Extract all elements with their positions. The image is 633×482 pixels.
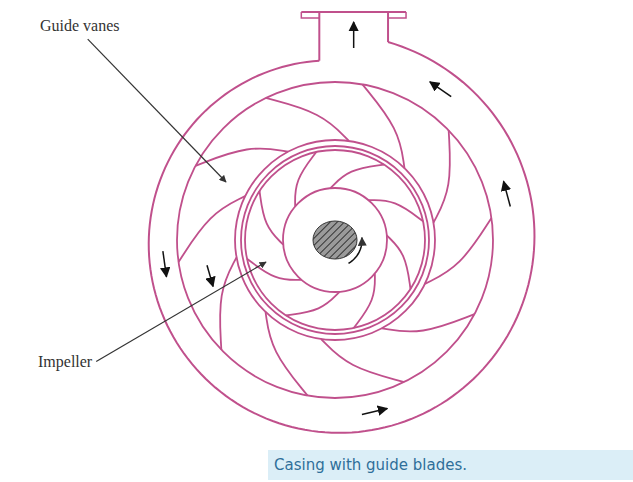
caption: Casing with guide blades. bbox=[274, 456, 633, 474]
guide-vane bbox=[220, 257, 236, 349]
guide-vane bbox=[195, 148, 288, 165]
outlet-flange bbox=[301, 12, 319, 18]
outlet-flange bbox=[301, 11, 406, 13]
outlet-wall bbox=[318, 12, 320, 61]
leader-line bbox=[96, 262, 266, 362]
guide-vane bbox=[362, 84, 404, 168]
casing-ring bbox=[177, 82, 493, 398]
guide-vane bbox=[433, 130, 449, 222]
impeller-vane bbox=[295, 152, 316, 207]
guide-vane bbox=[266, 98, 349, 141]
outlet-flange bbox=[388, 12, 406, 18]
casing-ring bbox=[283, 188, 387, 292]
flow-arrow bbox=[353, 22, 355, 48]
flow-arrow bbox=[430, 82, 451, 97]
leader-line bbox=[88, 39, 226, 182]
volute-casing bbox=[149, 42, 535, 433]
casing-ring bbox=[241, 146, 429, 334]
flow-arrow bbox=[163, 251, 167, 277]
guide-vane bbox=[425, 218, 492, 284]
callout-label: Guide vanes bbox=[40, 16, 120, 35]
casing-ring bbox=[235, 140, 435, 340]
flow-arrow bbox=[362, 409, 387, 415]
flow-arrow bbox=[207, 265, 213, 286]
pump-drawing bbox=[149, 12, 535, 433]
impeller-vane bbox=[286, 292, 340, 316]
guide-vane bbox=[382, 314, 475, 331]
guide-vane bbox=[179, 196, 246, 262]
shaft bbox=[313, 221, 357, 259]
casing-ring bbox=[245, 150, 425, 330]
impeller-vane bbox=[387, 235, 411, 289]
impeller-vane bbox=[368, 200, 423, 221]
guide-vane bbox=[321, 339, 404, 382]
rotation-arrow bbox=[349, 238, 363, 264]
impeller-vane bbox=[247, 259, 302, 280]
impeller-vane bbox=[330, 165, 384, 189]
flow-arrow bbox=[504, 181, 511, 206]
caption-bar: Casing with guide blades. bbox=[268, 450, 633, 480]
callout-label: Impeller bbox=[38, 352, 92, 371]
impeller-vane bbox=[260, 191, 284, 245]
outlet-wall bbox=[387, 12, 389, 42]
guide-vane bbox=[266, 312, 308, 396]
impeller-vane bbox=[354, 273, 375, 328]
